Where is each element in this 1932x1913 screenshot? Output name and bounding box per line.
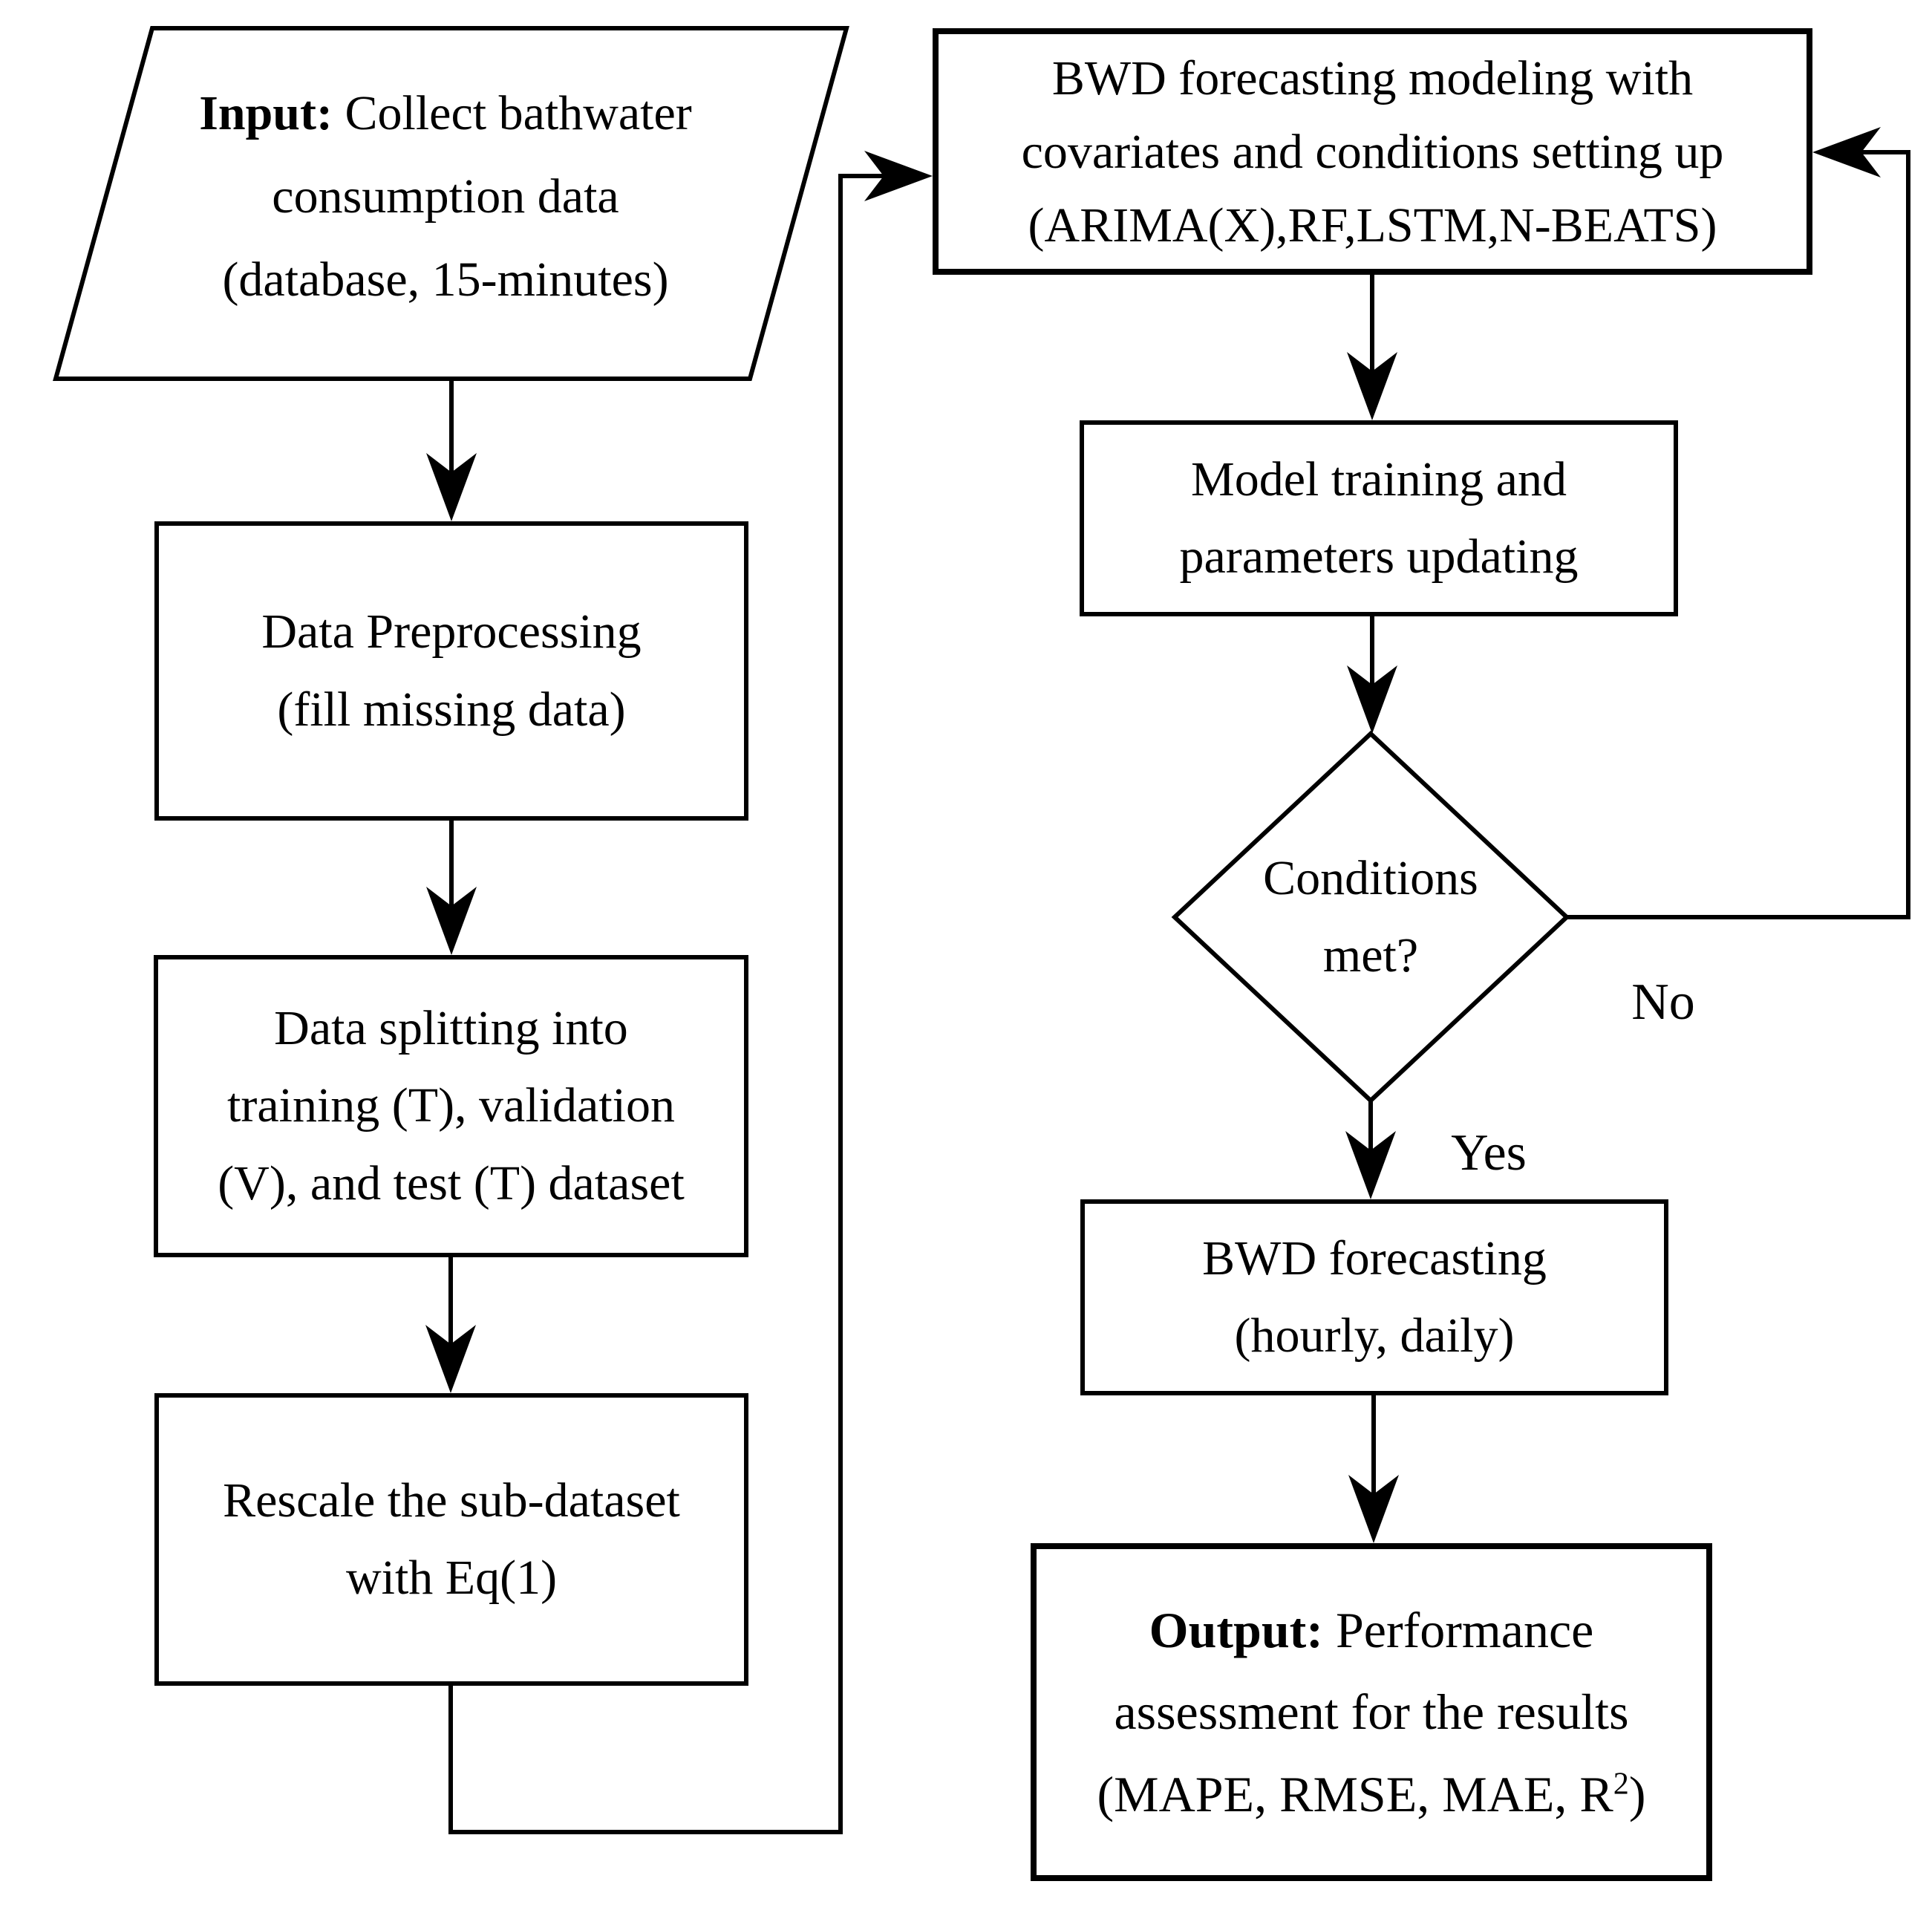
node-data-splitting: Data splitting into training (T), valida… [154, 955, 748, 1257]
node-decision: Conditions met? [1185, 806, 1556, 1029]
text-line: (hourly, daily) [1234, 1309, 1515, 1363]
arrow-splitting-to-rescale [425, 1257, 476, 1393]
arrow-preprocessing-to-splitting [426, 821, 477, 955]
input-parallelogram-outline [53, 26, 849, 381]
connector-decision-no-feedback [1567, 127, 1910, 919]
text-line: with Eq(1) [345, 1551, 558, 1605]
text-line: (database, 15-minutes) [222, 252, 669, 307]
text-line: (MAPE, RMSE, MAE, R2) [1097, 1765, 1646, 1822]
connector-rescale-to-modeling [448, 151, 933, 1834]
text-line: parameters updating [1179, 529, 1579, 584]
text-line: (V), and test (T) dataset [218, 1156, 685, 1210]
node-bwd-modeling: BWD forecasting modeling with covariates… [933, 28, 1812, 275]
label-yes: Yes [1451, 1124, 1527, 1182]
text-line: met? [1322, 928, 1419, 982]
text-line: Conditions [1263, 850, 1478, 905]
text-line: (ARIMA(X),RF,LSTM,N-BEATS) [1028, 198, 1717, 252]
node-bwd-forecasting: BWD forecasting (hourly, daily) [1080, 1199, 1668, 1395]
text-line: Data splitting into [274, 1001, 628, 1056]
text-line: Model training and [1191, 452, 1567, 506]
arrow-training-to-decision [1347, 616, 1397, 734]
text-line: Output: Performance [1149, 1602, 1594, 1659]
arrow-decision-to-forecasting [1345, 1101, 1396, 1199]
text-line: BWD forecasting modeling with [1051, 50, 1694, 105]
arrow-modeling-to-training [1347, 273, 1397, 420]
text-line: assessment for the results [1114, 1684, 1629, 1741]
node-model-training: Model training and parameters updating [1080, 420, 1678, 616]
text-line: (fill missing data) [277, 682, 626, 737]
text-line: Input: Collect bathwater [199, 85, 692, 140]
arrow-input-to-preprocessing [426, 379, 477, 521]
text-line: covariates and conditions setting up [1021, 124, 1724, 179]
node-rescale: Rescale the sub-dataset with Eq(1) [154, 1393, 748, 1686]
node-output: Output: Performance assessment for the r… [1031, 1543, 1712, 1881]
label-no: No [1631, 973, 1695, 1031]
arrow-forecasting-to-output [1348, 1395, 1399, 1543]
text-line: consumption data [272, 169, 619, 224]
text-line: Data Preprocessing [261, 604, 642, 659]
node-data-preprocessing: Data Preprocessing (fill missing data) [154, 521, 748, 821]
text-line: BWD forecasting [1202, 1231, 1547, 1285]
text-line: training (T), validation [227, 1078, 675, 1133]
node-input: Input: Collect bathwater consumption dat… [89, 45, 802, 349]
text-line: Rescale the sub-dataset [223, 1473, 680, 1528]
